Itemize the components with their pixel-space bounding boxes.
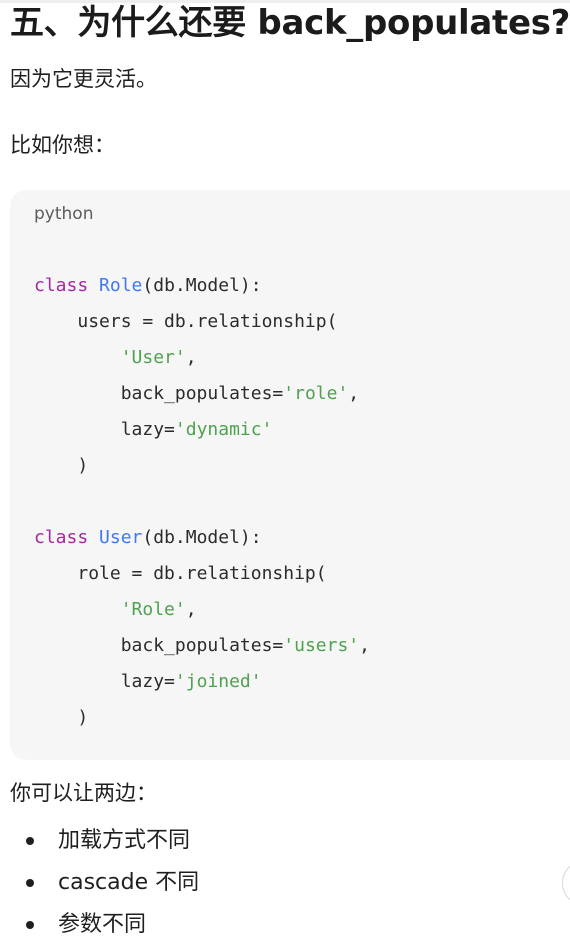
code-indent [34, 383, 121, 404]
intro-text: 因为它更灵活。 [10, 67, 157, 91]
section-heading: 五、为什么还要 back_populates? [10, 3, 570, 43]
code-line: class Role(db.Model): [34, 274, 262, 298]
code-text: ) [77, 455, 89, 476]
code-line: role = db.relationship( [34, 562, 327, 586]
both-sides-lead-text: 你可以让两边： [10, 781, 157, 805]
code-line: back_populates='role', [34, 382, 359, 406]
bullet-dot [26, 837, 34, 845]
code-text: lazy= [120, 671, 175, 692]
code-line: 'User', [34, 346, 197, 370]
code-string: 'role' [283, 383, 349, 404]
bullet-dot [26, 921, 34, 929]
code-language-label: python [34, 204, 94, 224]
code-text: lazy= [120, 419, 175, 440]
scroll-to-bottom-button[interactable] [562, 860, 570, 906]
code-line: users = db.relationship( [34, 310, 337, 334]
code-text: back_populates= [120, 383, 284, 404]
code-keyword: class [34, 275, 100, 296]
code-indent [34, 707, 77, 728]
code-string: 'users' [283, 635, 360, 656]
code-line: lazy='dynamic' [34, 418, 273, 442]
code-text: , [348, 383, 360, 404]
code-block[interactable]: python class Role(db.Model): users = db.… [10, 190, 570, 760]
code-text: (db.Model): [142, 275, 262, 296]
code-line: class User(db.Model): [34, 526, 262, 550]
code-class-name: User [99, 527, 143, 548]
code-text: role = db.relationship( [77, 563, 327, 584]
code-line: ) [34, 706, 88, 730]
list-item-text: 加载方式不同 [58, 828, 191, 853]
code-indent [34, 563, 77, 584]
code-text: back_populates= [120, 635, 284, 656]
list-item-text: 参数不同 [58, 912, 147, 937]
code-class-name: Role [99, 275, 143, 296]
code-text: , [359, 635, 370, 656]
code-indent [34, 419, 121, 440]
code-line: lazy='joined' [34, 670, 262, 694]
code-string: 'User' [120, 347, 186, 368]
code-text: ) [77, 707, 89, 728]
bullet-dot [26, 879, 34, 887]
code-indent [34, 347, 121, 368]
code-line: 'Role', [34, 598, 197, 622]
code-text: (db.Model): [142, 527, 262, 548]
top-divider [0, 0, 570, 3]
code-keyword: class [34, 527, 100, 548]
code-string: 'joined' [174, 671, 262, 692]
code-string: 'dynamic' [174, 419, 273, 440]
code-text: users = db.relationship( [77, 311, 338, 332]
code-indent [34, 671, 121, 692]
code-indent [34, 311, 77, 332]
code-indent [34, 599, 121, 620]
code-indent [34, 635, 121, 656]
code-line: ) [34, 454, 88, 478]
example-lead-text: 比如你想： [10, 133, 115, 157]
code-indent [34, 455, 77, 476]
code-line: back_populates='users', [34, 634, 370, 658]
code-text: , [185, 599, 197, 620]
list-item-text: cascade 不同 [58, 870, 200, 895]
code-string: 'Role' [120, 599, 186, 620]
code-text: , [185, 347, 197, 368]
